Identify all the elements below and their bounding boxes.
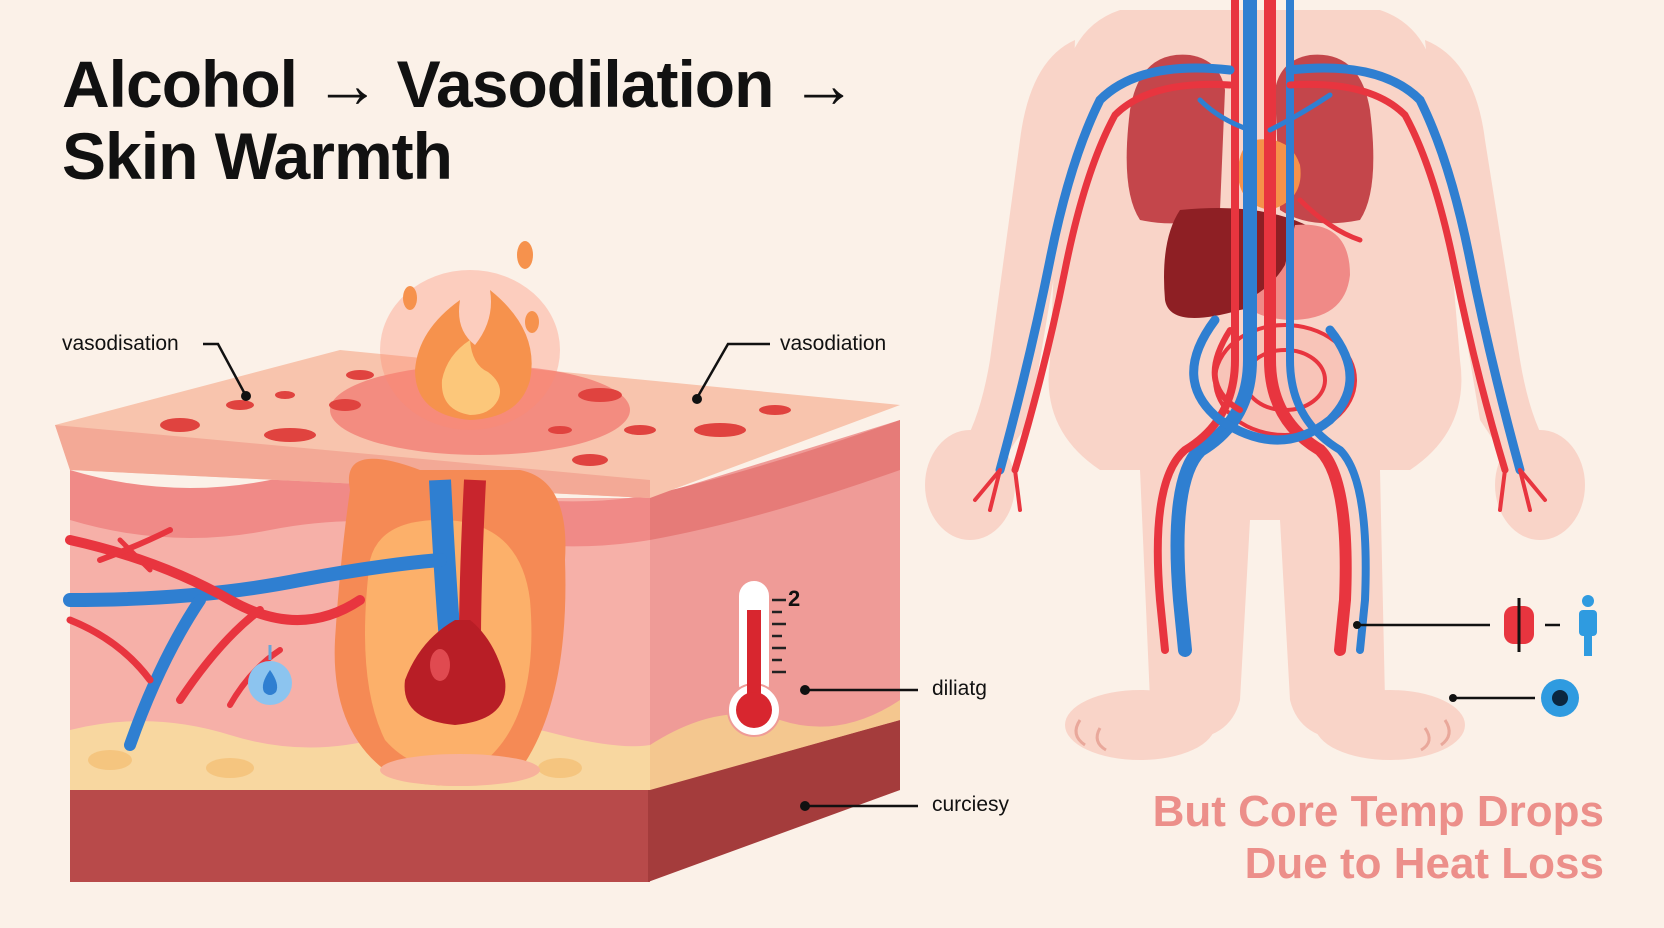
page-title: Alcohol → Vasodilation → Skin Warmth: [62, 48, 962, 192]
skin-cross-section: [55, 350, 900, 882]
human-body: [925, 0, 1585, 760]
subtitle-line-2: Due to Heat Loss: [1244, 839, 1604, 888]
vessel-branches: [63, 527, 447, 751]
water-drop-icon: [248, 645, 292, 705]
label-dilatg: diliatg: [932, 677, 987, 700]
blood-vessel-icon: [1504, 598, 1534, 652]
label-curciesy: curciesy: [932, 793, 1010, 816]
callout-lines: [203, 342, 918, 808]
thermometer-mark: 2: [788, 586, 801, 611]
thermometer-icon: [727, 579, 786, 737]
muscle-layer: [70, 790, 650, 882]
subtitle-line-1: But Core Temp Drops: [1152, 787, 1604, 836]
blood-drop: [404, 620, 506, 725]
artery-vertical: [459, 479, 486, 641]
title-line-2: Skin Warmth: [62, 119, 453, 193]
body-vessels: [973, 0, 1547, 657]
fire-icon: [380, 241, 560, 430]
label-vasodisation: vasodisation: [62, 332, 179, 355]
label-vasodiation: vasodiation: [780, 332, 887, 355]
person-icon: [1579, 595, 1597, 656]
left-lung: [1126, 54, 1225, 224]
circle-icon: [1541, 679, 1579, 717]
surface-spots: [160, 370, 791, 466]
subtitle: But Core Temp Drops Due to Heat Loss: [1153, 786, 1604, 890]
title-line-1: Alcohol → Vasodilation →: [62, 47, 857, 121]
